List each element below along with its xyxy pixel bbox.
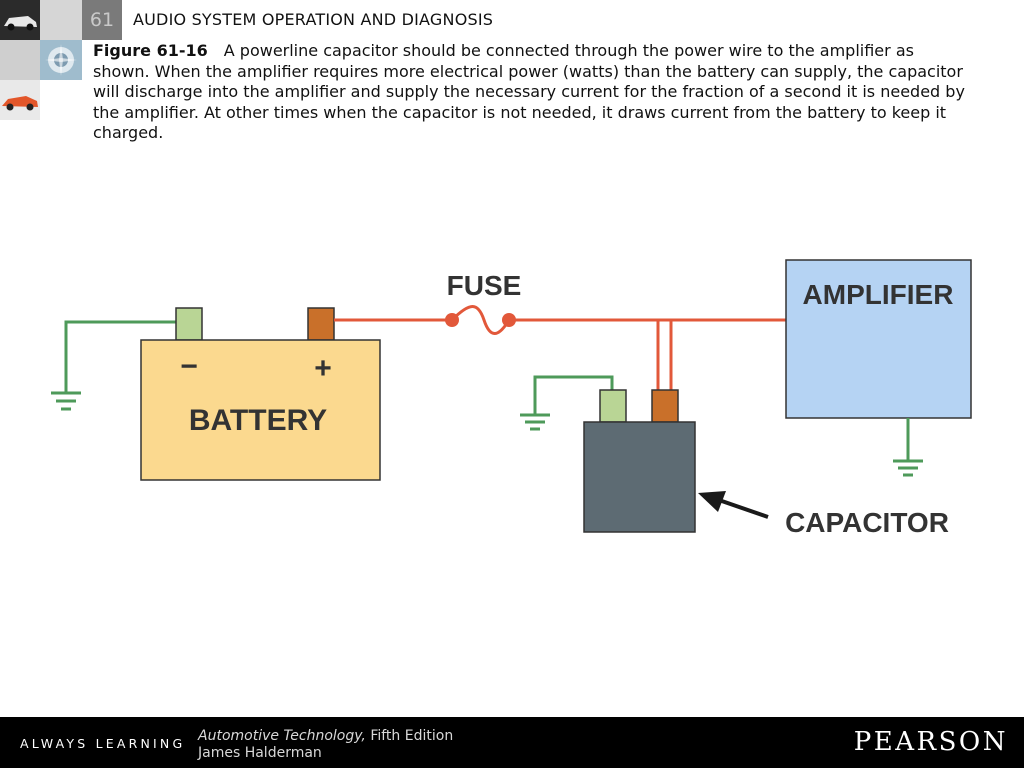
chapter-number: 61 bbox=[82, 0, 122, 40]
capacitor-ground-symbol bbox=[520, 413, 550, 431]
footer-tagline: ALWAYS LEARNING bbox=[20, 736, 186, 751]
caption-text: A powerline capacitor should be connecte… bbox=[93, 41, 965, 143]
book-edition: Fifth Edition bbox=[370, 728, 454, 744]
blank-thumbnail bbox=[0, 40, 40, 80]
amplifier-label: AMPLIFIER bbox=[803, 279, 954, 310]
figure-label: Figure 61-16 bbox=[93, 41, 208, 60]
header-strip bbox=[40, 0, 82, 40]
battery-positive-terminal bbox=[307, 307, 335, 341]
chapter-title: AUDIO SYSTEM OPERATION AND DIAGNOSIS bbox=[133, 10, 494, 29]
car-thumbnail-bottom bbox=[0, 80, 40, 120]
battery-negative-terminal bbox=[175, 307, 203, 341]
fuse-element bbox=[450, 305, 511, 335]
capacitor-body bbox=[583, 421, 696, 533]
capacitor-negative-terminal bbox=[599, 389, 627, 423]
battery-body bbox=[140, 339, 381, 481]
capacitor-label: CAPACITOR bbox=[785, 507, 949, 538]
footer-bar: ALWAYS LEARNING Automotive Technology, F… bbox=[0, 717, 1024, 768]
amplifier-body bbox=[785, 259, 972, 419]
book-title: Automotive Technology, bbox=[198, 728, 366, 744]
capacitor-positive-terminal bbox=[651, 389, 679, 423]
capacitor-pointer-arrow bbox=[698, 491, 769, 519]
book-author: James Halderman bbox=[198, 745, 322, 761]
fuse-contact-left bbox=[445, 313, 459, 327]
car-thumbnail-top bbox=[0, 0, 40, 40]
battery-ground-symbol bbox=[51, 391, 81, 411]
engine-thumbnail bbox=[40, 40, 82, 80]
footer-book-info: Automotive Technology, Fifth Edition Jam… bbox=[198, 728, 453, 762]
battery-negative-sign: − bbox=[180, 350, 198, 383]
publisher-logo: PEARSON bbox=[853, 727, 1008, 757]
fuse-label: FUSE bbox=[447, 270, 522, 301]
battery-positive-sign: + bbox=[314, 352, 332, 385]
battery-ground-wire bbox=[64, 320, 176, 392]
amplifier-ground-symbol bbox=[893, 459, 923, 477]
capacitor-ground-wire bbox=[533, 375, 614, 414]
battery-label: BATTERY bbox=[189, 404, 327, 437]
capacitor-wiring-diagram: − + BATTERY FUSE AMPLIFIER CAPACITOR bbox=[51, 259, 972, 538]
